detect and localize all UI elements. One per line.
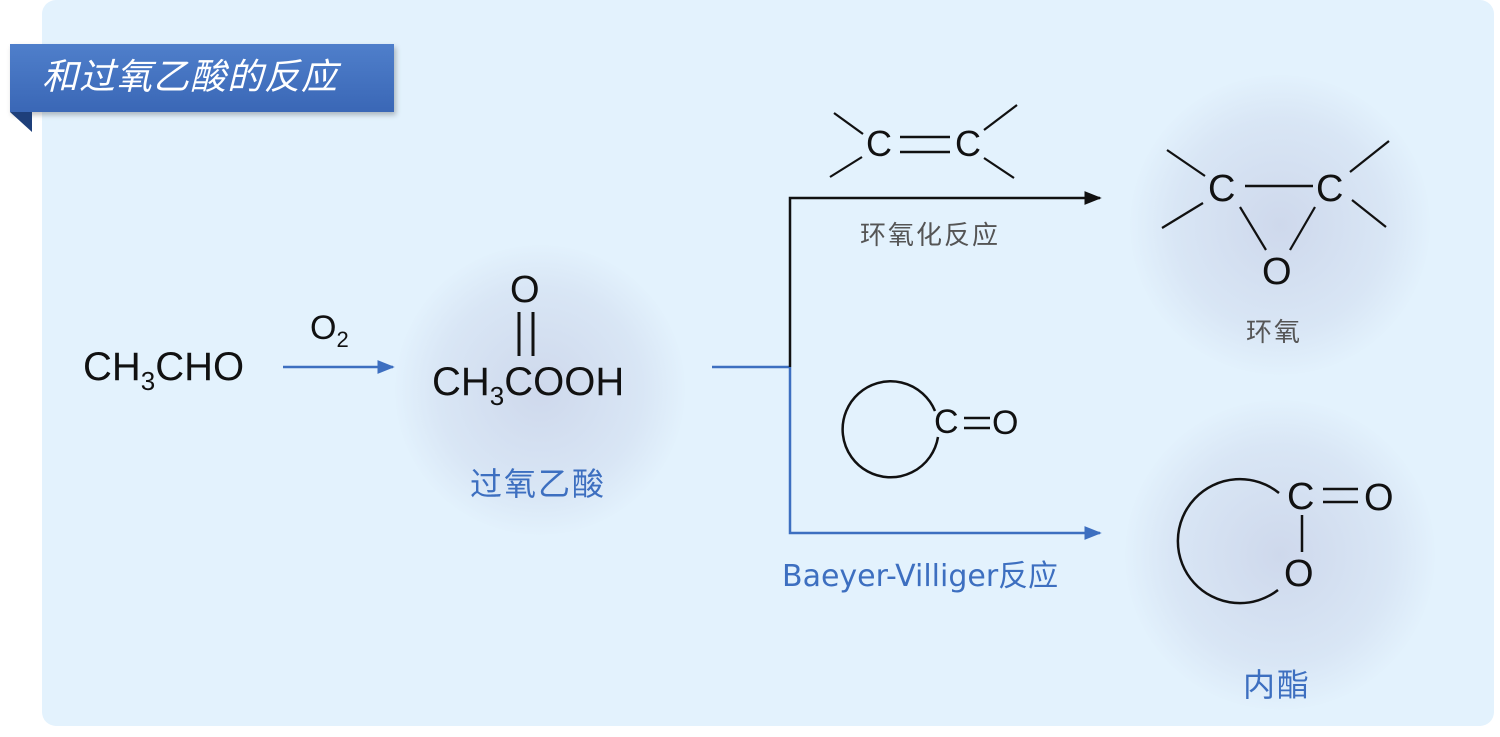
oxygen-reagent: O2 [310, 309, 349, 352]
lactone-carbonyl-oxygen: O [1364, 477, 1394, 519]
epoxide-bond-upper-right [1349, 140, 1390, 173]
alkene-carbon-left: C [866, 123, 892, 164]
epoxide-name: 环氧 [1246, 318, 1303, 348]
epoxide-carbon-left: C [1208, 168, 1236, 210]
alkene-bond-lower-left [829, 156, 863, 178]
epoxide-bond-lower-right [1351, 199, 1387, 228]
peracid-name: 过氧乙酸 [470, 465, 607, 503]
alkene-bond-upper-right [983, 104, 1018, 131]
epoxide-oxygen: O [1262, 251, 1292, 293]
peracid-carbonyl-oxygen: O [510, 269, 540, 311]
epoxide-glow [1130, 75, 1430, 375]
title-banner: 和过氧乙酸的反应 [10, 44, 394, 112]
alkene-bond-lower-right [983, 157, 1015, 179]
lactone-name: 内酯 [1243, 666, 1312, 704]
epoxide-co-bond-left [1239, 206, 1267, 251]
ketone-oxygen: O [992, 404, 1019, 442]
epoxide-co-bond-right [1289, 206, 1316, 251]
peracid-glow [395, 245, 685, 535]
epoxide-bond-upper-left [1166, 149, 1206, 177]
epoxidation-arrow [788, 191, 1102, 367]
ketone-carbon: C [934, 403, 959, 441]
lactone-ring [1176, 477, 1280, 605]
epoxide-carbon-right: C [1316, 168, 1344, 210]
baeyer-villiger-label: Baeyer-Villiger反应 [782, 559, 1059, 594]
diagram-title: 和过氧乙酸的反应 [42, 57, 339, 98]
lactone-glow [1125, 400, 1435, 710]
lactone-carbon: C [1287, 476, 1315, 518]
alkene-carbon-right: C [955, 123, 981, 164]
ketone-ring [841, 380, 940, 479]
title-banner-fold [10, 112, 32, 132]
baeyer-villiger-arrow [788, 367, 1102, 540]
alkene-bond-upper-left [833, 112, 864, 135]
epoxidation-label: 环氧化反应 [860, 221, 1001, 251]
acetaldehyde-formula: CH3CHO [83, 345, 245, 396]
epoxide-bond-lower-left [1161, 202, 1204, 229]
lactone-ring-oxygen: O [1284, 553, 1314, 595]
peracid-formula: CH3COOH [432, 360, 625, 411]
